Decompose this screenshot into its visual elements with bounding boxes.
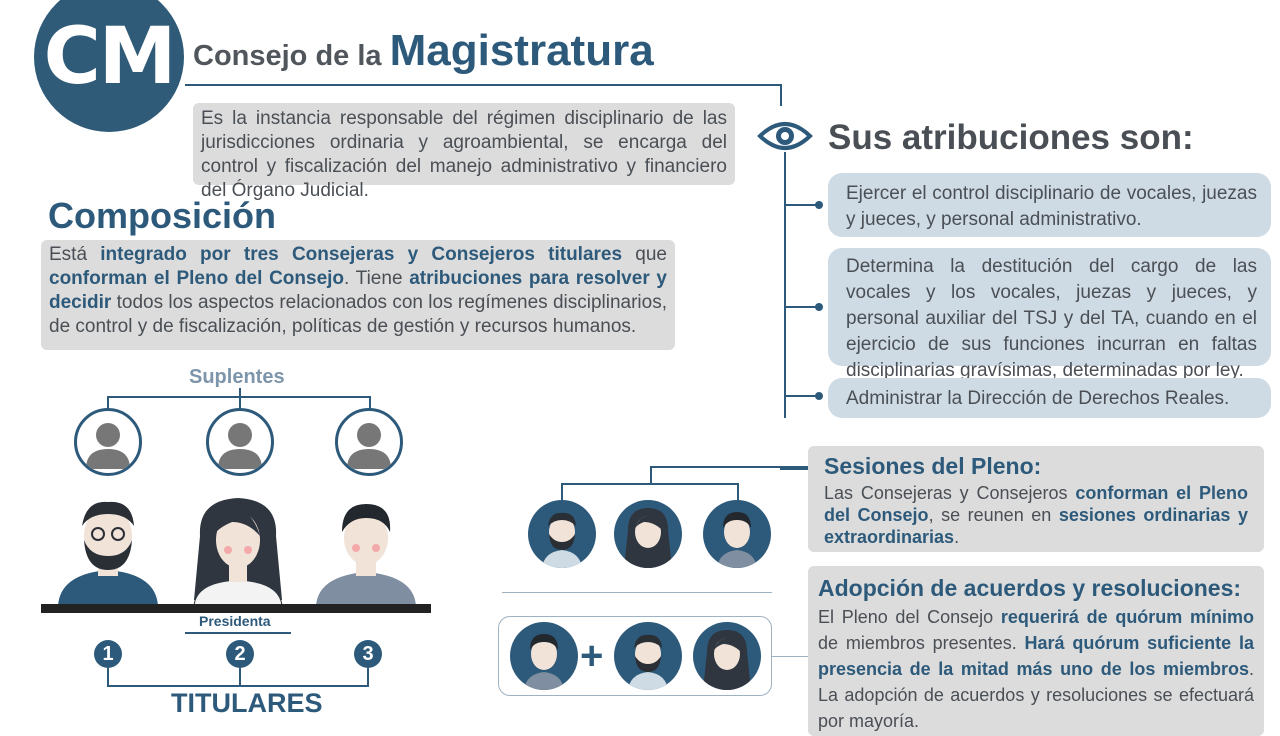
atribucion-item: Ejercer el control disciplinario de voca… xyxy=(828,173,1271,237)
atribucion-text: Ejercer el control disciplinario de voca… xyxy=(846,183,1257,230)
member-avatar xyxy=(614,622,682,690)
connector-line xyxy=(784,306,818,308)
connector-line xyxy=(784,152,786,418)
title-main: Magistratura xyxy=(389,26,654,75)
plus-sign: + xyxy=(580,634,604,678)
text-span: de miembros presentes. xyxy=(818,633,1025,653)
connector-line xyxy=(780,468,808,470)
titular-man-young-figure xyxy=(316,500,416,606)
org-line xyxy=(107,685,369,687)
adopcion-heading: Adopción de acuerdos y resoluciones: xyxy=(818,575,1242,601)
number-badge: 2 xyxy=(226,640,254,668)
connector-line xyxy=(650,466,652,484)
titulares-base-bar xyxy=(41,604,431,613)
sesiones-text: Las Consejeras y Consejeros conforman el… xyxy=(824,482,1248,548)
quorum-group-box xyxy=(498,616,772,696)
composicion-box: Está integrado por tres Consejeras y Con… xyxy=(41,240,675,350)
adopcion-box: Adopción de acuerdos y resoluciones: El … xyxy=(808,566,1264,736)
suplente-avatar xyxy=(74,408,142,476)
member-avatar xyxy=(614,500,682,568)
atribucion-item: Determina la destitución del cargo de la… xyxy=(828,248,1271,381)
text-bold: Hará quórum suficiente la presencia de l… xyxy=(818,633,1254,679)
org-line xyxy=(107,396,109,410)
member-avatar xyxy=(693,622,761,690)
connector-dot xyxy=(815,303,823,311)
connector-line xyxy=(561,483,739,485)
text-span: El Pleno del Consejo xyxy=(818,607,1001,627)
text-span: . Tiene xyxy=(344,268,410,289)
connector-line xyxy=(772,656,808,657)
page-title: Consejo de la Magistratura xyxy=(193,26,654,76)
sesiones-heading: Sesiones del Pleno: xyxy=(824,453,1042,479)
member-avatar xyxy=(703,500,771,568)
text-bold: integrado por tres Consejeras y Consejer… xyxy=(100,244,623,265)
connector-line xyxy=(737,483,739,501)
titular-woman-figure xyxy=(182,496,294,607)
org-line xyxy=(185,632,291,634)
org-line xyxy=(367,668,369,686)
text-bold: requerirá de quórum mínimo xyxy=(1000,607,1255,627)
connector-dot xyxy=(815,201,823,209)
cm-logo: CM xyxy=(34,0,184,132)
text-span: , se reunen en xyxy=(928,505,1059,525)
titulares-label: TITULARES xyxy=(171,688,323,718)
org-line xyxy=(239,668,241,686)
title-prefix: Consejo de la xyxy=(193,40,390,72)
sesiones-box: Sesiones del Pleno: Las Consejeras y Con… xyxy=(808,446,1264,552)
description-box: Es la instancia responsable del régimen … xyxy=(193,103,735,201)
member-avatar xyxy=(510,622,578,690)
org-line xyxy=(369,396,371,410)
composicion-heading: Composición xyxy=(48,195,277,236)
logo-text: CM xyxy=(43,12,177,102)
atribucion-text: Administrar la Dirección de Derechos Rea… xyxy=(846,388,1230,409)
presidenta-label: Presidenta xyxy=(199,613,271,629)
description-text: Es la instancia responsable del régimen … xyxy=(201,108,727,201)
suplente-avatar xyxy=(335,408,403,476)
connector-line xyxy=(780,84,782,106)
adopcion-text: El Pleno del Consejo requerirá de quórum… xyxy=(818,604,1254,734)
suplente-avatar xyxy=(206,408,274,476)
connector-line xyxy=(784,204,818,206)
text-span: . xyxy=(954,527,960,547)
member-avatar xyxy=(528,500,596,568)
number-badge: 3 xyxy=(354,640,382,668)
atribuciones-heading: Sus atribuciones son: xyxy=(828,118,1194,157)
text-span: todos los aspectos relacionados con los … xyxy=(49,292,667,337)
person-silhouette-icon xyxy=(86,423,130,469)
connector-dot xyxy=(815,392,823,400)
connector-line xyxy=(650,466,808,468)
text-span: Las Consejeras y Consejeros xyxy=(824,483,1076,503)
person-silhouette-icon xyxy=(347,423,391,469)
text-bold: sesiones ordinarias y extraordinarias xyxy=(824,505,1248,547)
atribucion-item: Administrar la Dirección de Derechos Rea… xyxy=(828,378,1271,418)
number-badge: 1 xyxy=(94,640,122,668)
connector-line xyxy=(185,84,781,86)
connector-line xyxy=(561,483,563,501)
text-bold: conforman el Pleno del Consejo xyxy=(49,268,345,289)
titular-man-beard-figure xyxy=(56,496,160,606)
org-line xyxy=(239,388,241,408)
text-span: que xyxy=(622,244,667,265)
text-span: Está xyxy=(49,244,101,265)
connector-line xyxy=(784,395,818,397)
atribucion-text: Determina la destitución del cargo de la… xyxy=(846,256,1257,381)
suplentes-label: Suplentes xyxy=(189,366,285,388)
divider-line xyxy=(502,592,772,593)
org-line xyxy=(107,668,109,686)
person-silhouette-icon xyxy=(218,423,262,469)
text-bold: atribuciones para resolver y decidir xyxy=(49,268,667,313)
text-bold: conforman el Pleno del Consejo xyxy=(824,483,1249,525)
eye-icon xyxy=(757,118,813,154)
